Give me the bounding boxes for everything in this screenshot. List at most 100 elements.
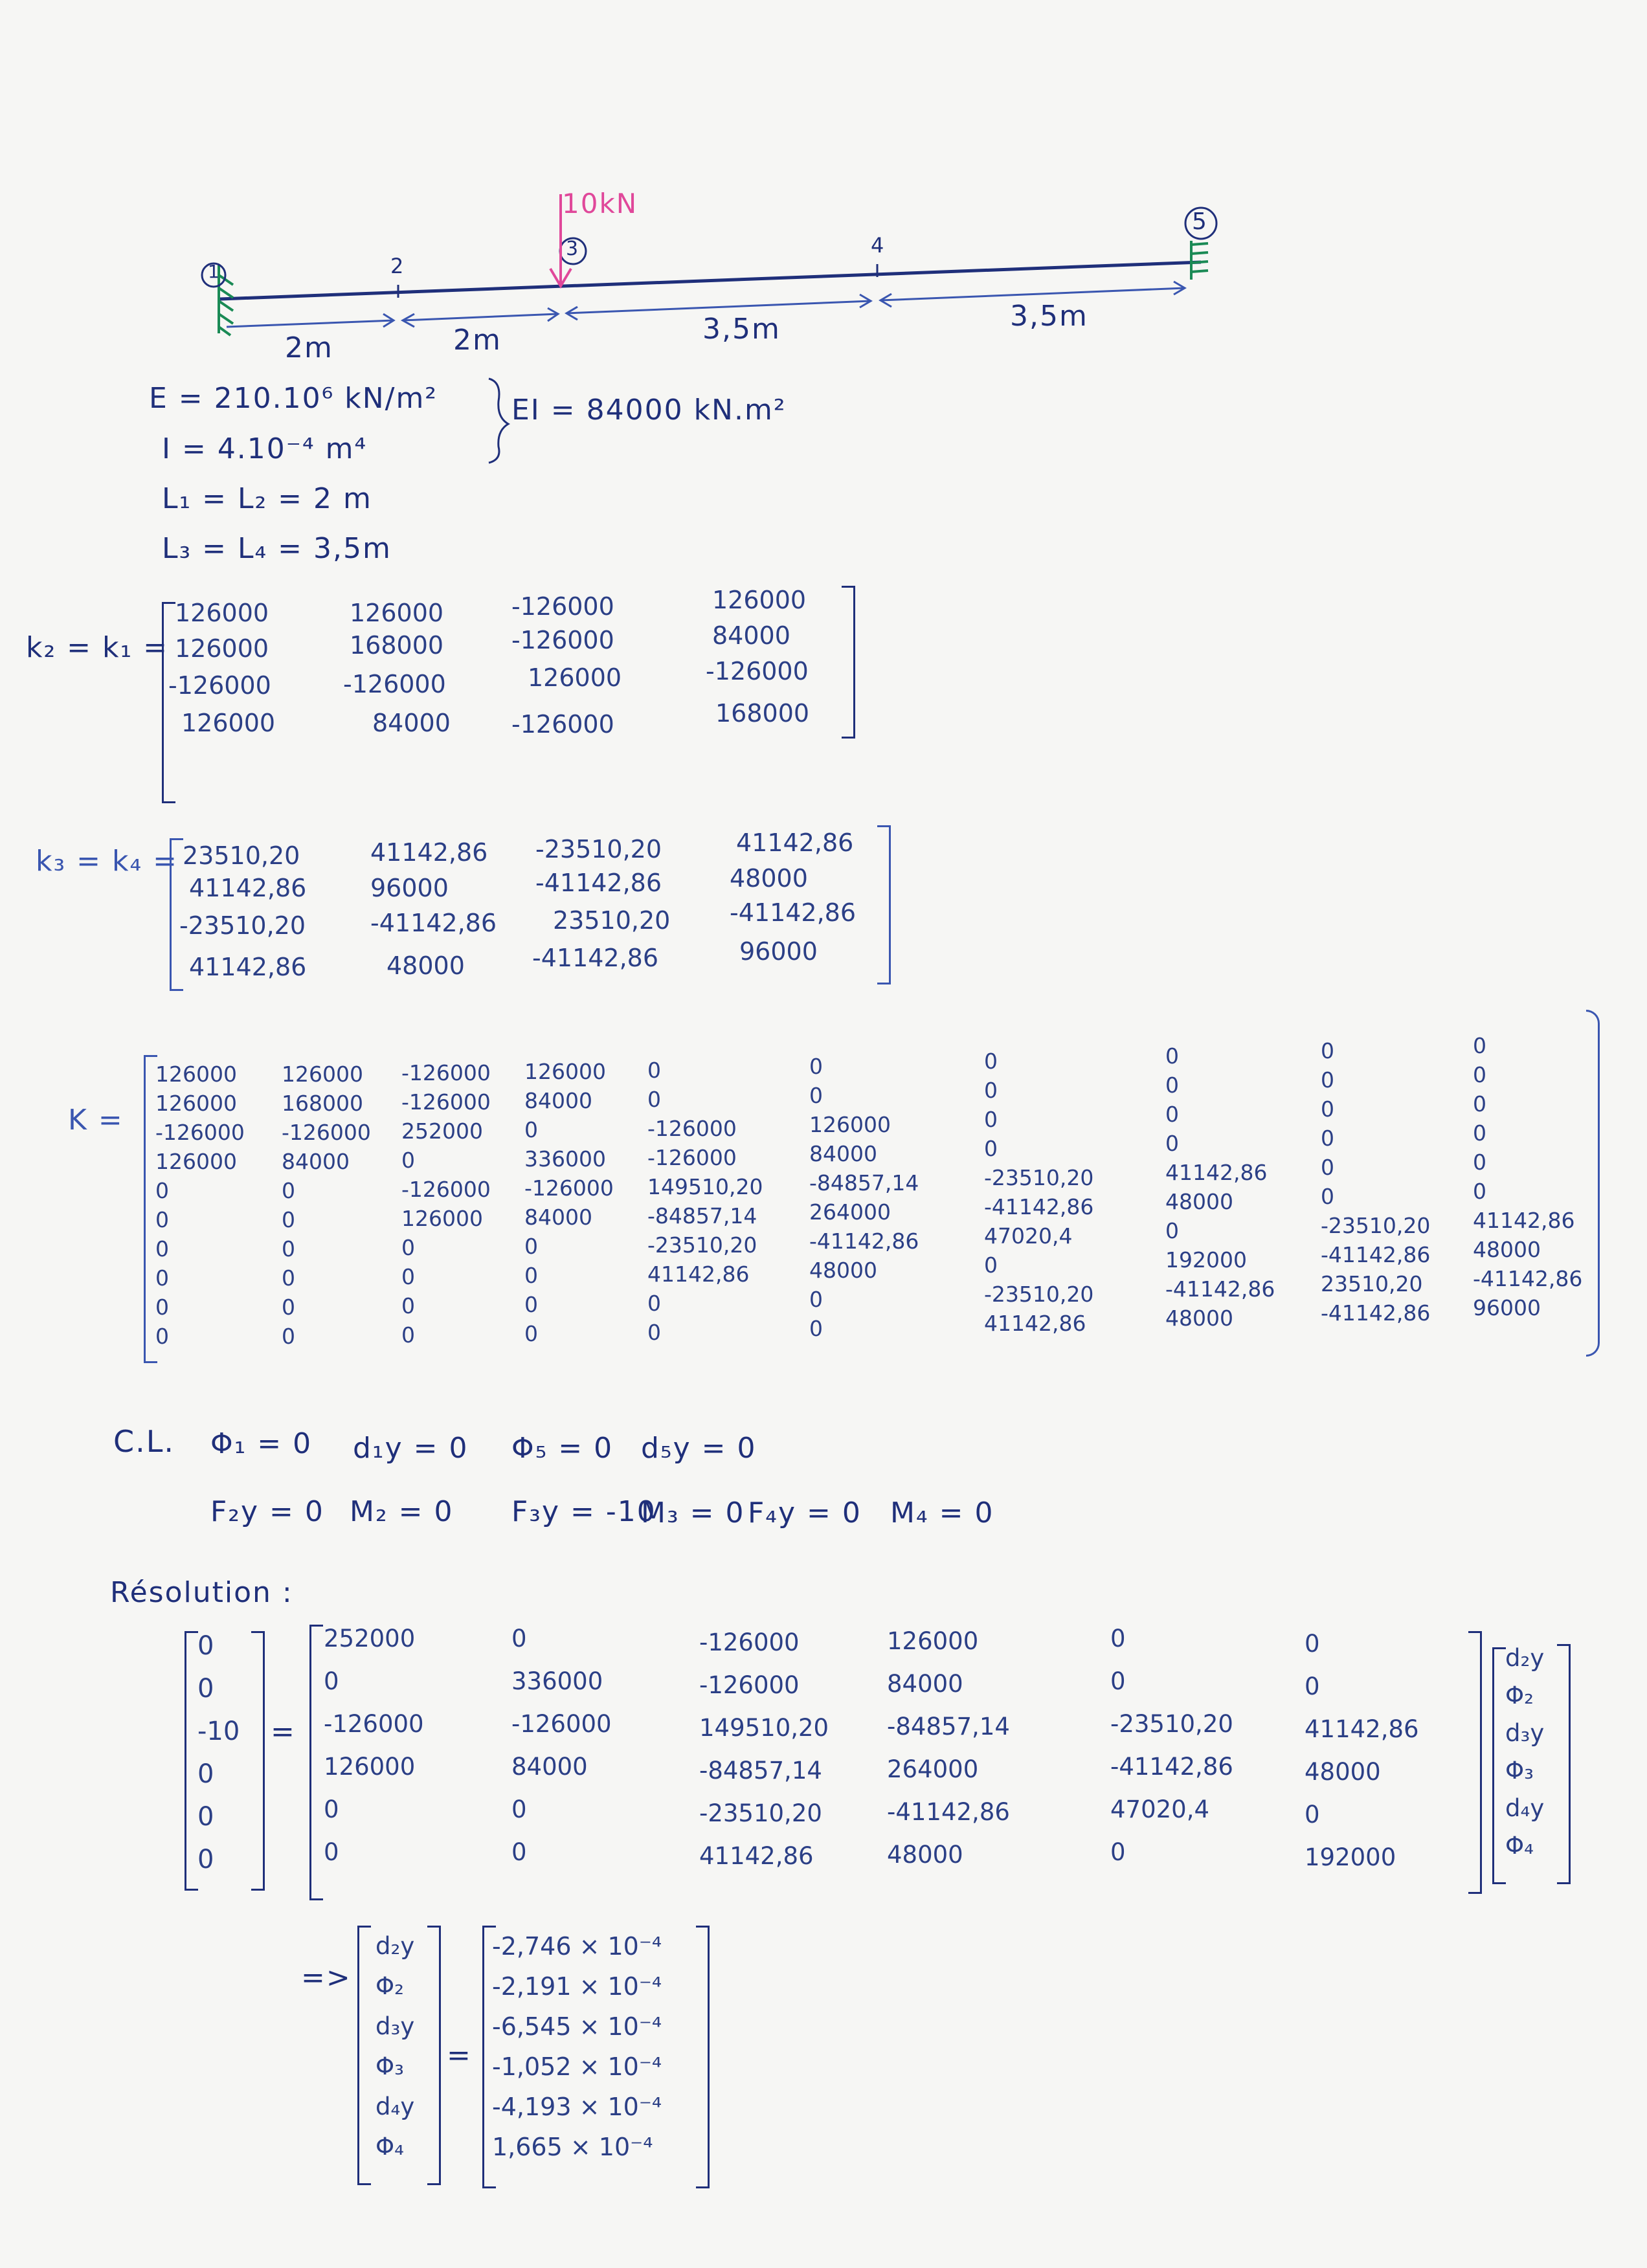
K-cell: 0 [809, 1083, 823, 1108]
sol-val-right-bracket [696, 1926, 710, 2188]
K-cell: 0 [1473, 1179, 1486, 1204]
K-cell: -41142,86 [984, 1194, 1094, 1219]
prop-E: E = 210.10⁶ kN/m² [149, 382, 438, 415]
k34-label: k₃ = k₄ = [36, 845, 178, 878]
span-label-1: 2m [285, 331, 333, 364]
K-cell: 0 [1165, 1043, 1179, 1069]
res-cell: 0 [511, 1838, 527, 1866]
res-cell: 0 [324, 1667, 339, 1695]
k12-cell: -126000 [168, 671, 271, 700]
res-cell: 126000 [887, 1627, 979, 1655]
node-label-4: 4 [871, 233, 886, 258]
res-right-bracket [1468, 1631, 1482, 1894]
K-cell: -126000 [401, 1060, 491, 1085]
node-label-1: 1 [208, 261, 221, 282]
res-cell: 84000 [887, 1670, 963, 1698]
K-cell: 264000 [809, 1199, 891, 1225]
K-cell: 41142,86 [1165, 1160, 1268, 1185]
K-cell: 126000 [155, 1062, 237, 1087]
K-cell: 41142,86 [647, 1262, 750, 1287]
k34-cell: -41142,86 [532, 944, 659, 972]
K-cell: 126000 [282, 1062, 363, 1087]
K-cell: -23510,20 [984, 1165, 1094, 1190]
k34-left-bracket [170, 838, 183, 991]
K-cell: 0 [401, 1235, 415, 1260]
bc-label: C.L. [113, 1424, 175, 1459]
K-cell: -41142,86 [1321, 1242, 1431, 1267]
K-cell: -126000 [401, 1177, 491, 1202]
prop-L34: L₃ = L₄ = 3,5m [162, 532, 392, 565]
K-cell: 0 [401, 1293, 415, 1318]
K-cell: 48000 [1165, 1189, 1233, 1214]
equals-sign: = [271, 1715, 296, 1748]
res-cell: 336000 [511, 1667, 603, 1695]
k34-cell: -41142,86 [730, 898, 857, 927]
lhs-cell: -10 [197, 1717, 240, 1746]
implies-arrow: => [301, 1961, 352, 1994]
K-cell: -126000 [401, 1089, 491, 1115]
res-cell: 192000 [1305, 1843, 1396, 1871]
res-cell: -41142,86 [887, 1798, 1010, 1826]
K-cell: 0 [647, 1320, 661, 1345]
K-cell: 0 [1165, 1218, 1179, 1243]
K-cell: -23510,20 [647, 1232, 757, 1258]
K-cell: 0 [524, 1292, 538, 1317]
k34-cell: 48000 [387, 951, 465, 980]
K-cell: 168000 [282, 1091, 363, 1116]
k12-cell: 126000 [181, 709, 276, 737]
solution-unknown-cell: Φ₃ [375, 2052, 404, 2080]
K-cell: 0 [155, 1324, 169, 1349]
k12-left-bracket [162, 602, 175, 803]
res-cell: 0 [1110, 1838, 1126, 1866]
node-label-2: 2 [390, 254, 405, 278]
solution-value-cell: -2,191 × 10⁻⁴ [492, 1972, 662, 2001]
res-cell: 0 [511, 1796, 527, 1823]
K-cell: 48000 [809, 1258, 877, 1283]
bc-F4y: F₄y = 0 [748, 1496, 862, 1529]
beam-line [219, 260, 1202, 301]
solution-unknown-cell: d₄y [375, 2093, 415, 2120]
k12-cell: -126000 [511, 710, 614, 739]
K-cell: 0 [647, 1291, 661, 1316]
K-cell: -84857,14 [809, 1170, 919, 1195]
K-cell: 0 [984, 1136, 998, 1161]
K-cell: -126000 [524, 1175, 614, 1201]
property-brace [488, 377, 510, 464]
res-cell: -84857,14 [887, 1713, 1010, 1740]
unknown-cell: d₄y [1505, 1794, 1545, 1822]
K-right-bracket [1586, 1010, 1600, 1357]
res-cell: -126000 [511, 1710, 612, 1738]
K-cell: 0 [1473, 1120, 1486, 1146]
K-cell: 0 [809, 1054, 823, 1079]
k12-cell: -126000 [511, 626, 614, 654]
K-cell: 0 [984, 1049, 998, 1074]
k34-right-bracket [877, 825, 891, 984]
res-cell: 264000 [887, 1755, 979, 1783]
unknown-cell: d₂y [1505, 1644, 1545, 1672]
K-cell: -126000 [282, 1120, 371, 1145]
K-cell: 0 [1165, 1073, 1179, 1098]
k34-cell: -23510,20 [179, 911, 306, 940]
res-cell: -41142,86 [1110, 1753, 1233, 1781]
k12-cell: 126000 [350, 599, 444, 627]
sol-unk-right-bracket [427, 1926, 441, 2185]
K-cell: 149510,20 [647, 1174, 763, 1199]
res-cell: -126000 [699, 1671, 800, 1699]
K-cell: 0 [282, 1324, 295, 1349]
res-cell: -126000 [699, 1629, 800, 1656]
dimension-lines [226, 280, 1187, 328]
unknown-cell: Φ₂ [1505, 1682, 1534, 1709]
K-cell: 192000 [1165, 1247, 1247, 1273]
span-label-3: 3,5m [702, 313, 781, 346]
k12-cell: 126000 [175, 634, 269, 663]
K-cell: 0 [1321, 1096, 1334, 1122]
K-cell: 47020,4 [984, 1223, 1073, 1249]
beam-sketch [201, 194, 1218, 337]
k12-cell: -126000 [511, 592, 614, 621]
K-cell: 0 [282, 1295, 295, 1320]
K-cell: -126000 [155, 1120, 245, 1145]
k34-cell: -23510,20 [535, 835, 662, 863]
res-cell: 48000 [1305, 1758, 1381, 1786]
lhs-cell: 0 [197, 1802, 214, 1832]
span-label-2: 2m [453, 324, 502, 357]
